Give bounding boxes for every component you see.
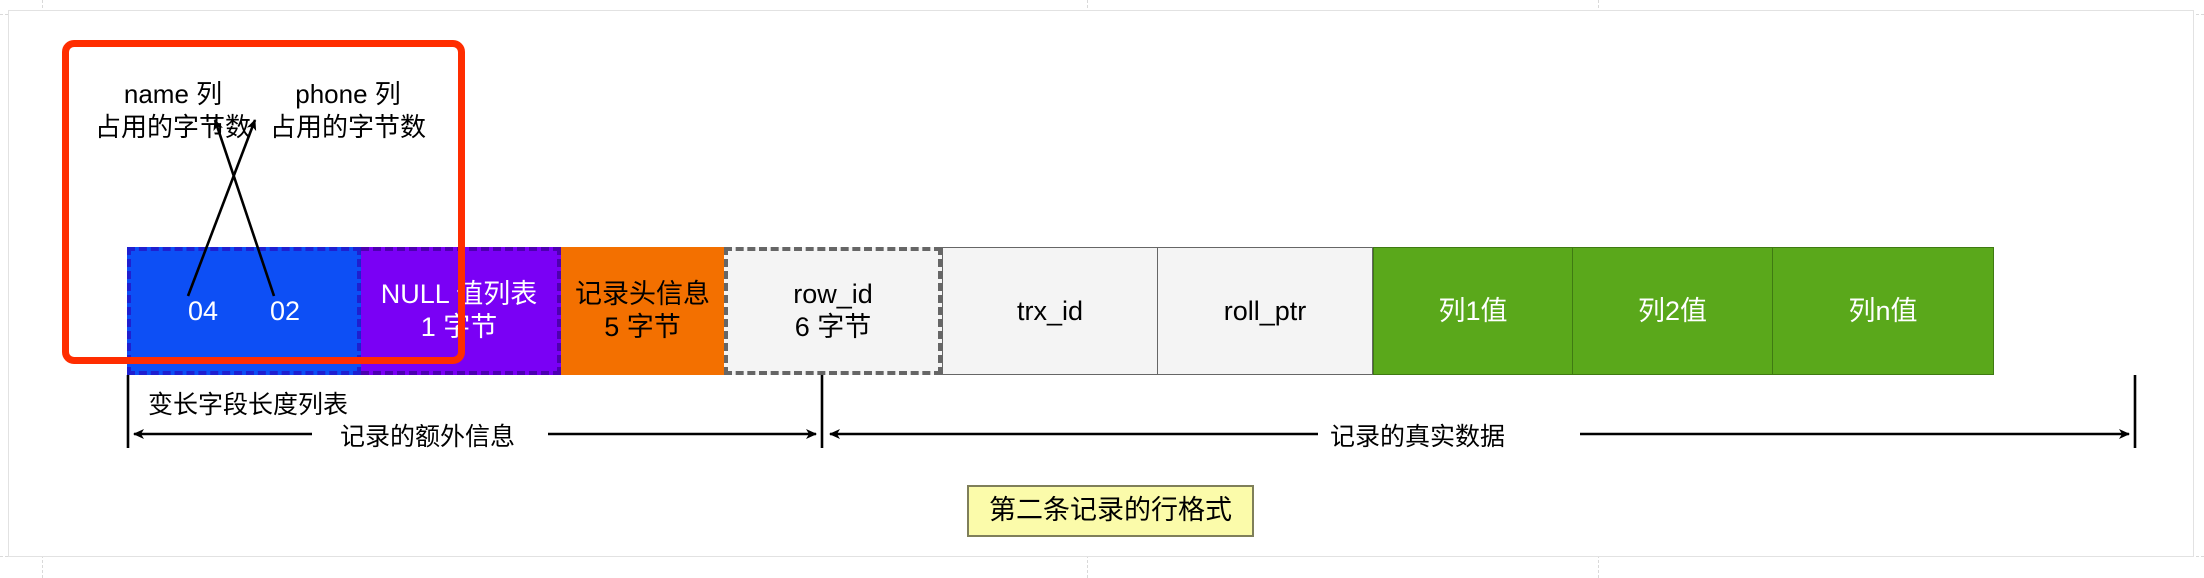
- bracket-label-varlen: 变长字段长度列表: [148, 391, 349, 419]
- segment-col1-label: 列1值: [1438, 295, 1508, 326]
- diagram-caption: 第二条记录的行格式: [967, 485, 1254, 538]
- segment-column-2-value[interactable]: 列2值: [1573, 247, 1773, 375]
- segment-rowid-size: 6 字节: [794, 312, 872, 342]
- segment-roll-ptr[interactable]: roll_ptr: [1158, 247, 1373, 375]
- callout-phone-line2: 占用的字节数: [269, 112, 426, 143]
- varlen-value-phone: 02: [270, 295, 301, 326]
- varlen-value-name: 04: [187, 295, 218, 326]
- callout-phone-line1: phone 列: [295, 79, 401, 109]
- segment-rollptr-label: roll_ptr: [1223, 295, 1307, 326]
- bracket-label-real-data: 记录的真实数据: [1330, 423, 1506, 451]
- segment-record-header[interactable]: 记录头信息 5 字节: [561, 247, 724, 375]
- segment-rowid-label: row_id: [793, 279, 873, 310]
- segment-trx-id[interactable]: trx_id: [942, 247, 1158, 375]
- segment-header-size: 5 字节: [604, 312, 681, 342]
- segment-coln-label: 列n值: [1848, 295, 1918, 326]
- callout-name-column: name 列 占用的字节数: [88, 78, 258, 145]
- highlight-rectangle: [62, 40, 465, 364]
- segment-row-id[interactable]: row_id 6 字节: [724, 247, 942, 375]
- bracket-label-extra-info: 记录的额外信息: [340, 423, 516, 451]
- callout-phone-column: phone 列 占用的字节数: [258, 78, 438, 145]
- callout-name-line2: 占用的字节数: [94, 112, 251, 143]
- segment-header-label: 记录头信息: [575, 279, 710, 310]
- segment-col2-label: 列2值: [1637, 295, 1708, 326]
- varlen-byte-values: 04 02: [188, 295, 300, 328]
- segment-column-1-value[interactable]: 列1值: [1373, 247, 1573, 375]
- segment-trxid-label: trx_id: [1016, 295, 1084, 326]
- segment-column-n-value[interactable]: 列n值: [1773, 247, 1994, 375]
- callout-name-line1: name 列: [123, 79, 223, 109]
